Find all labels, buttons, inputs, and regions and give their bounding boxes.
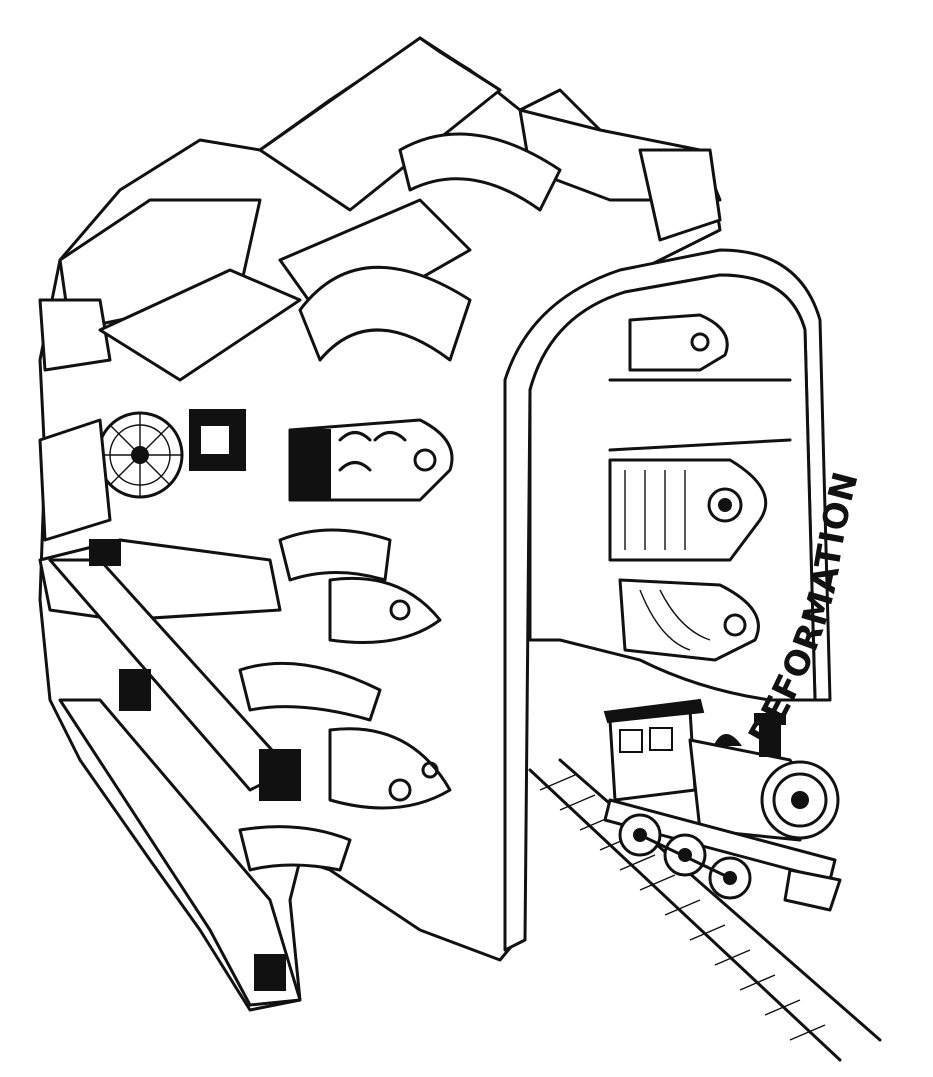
gothic-window-panel [288,418,454,502]
cathedral-rubble-mass [38,36,722,1012]
tunnel-window-2 [618,578,760,662]
tunnel-window-1 [608,458,768,562]
tunnel-arch [503,248,832,952]
steam-locomotive [603,698,842,912]
tunnel-window-3 [628,313,729,372]
rose-window [96,411,184,499]
